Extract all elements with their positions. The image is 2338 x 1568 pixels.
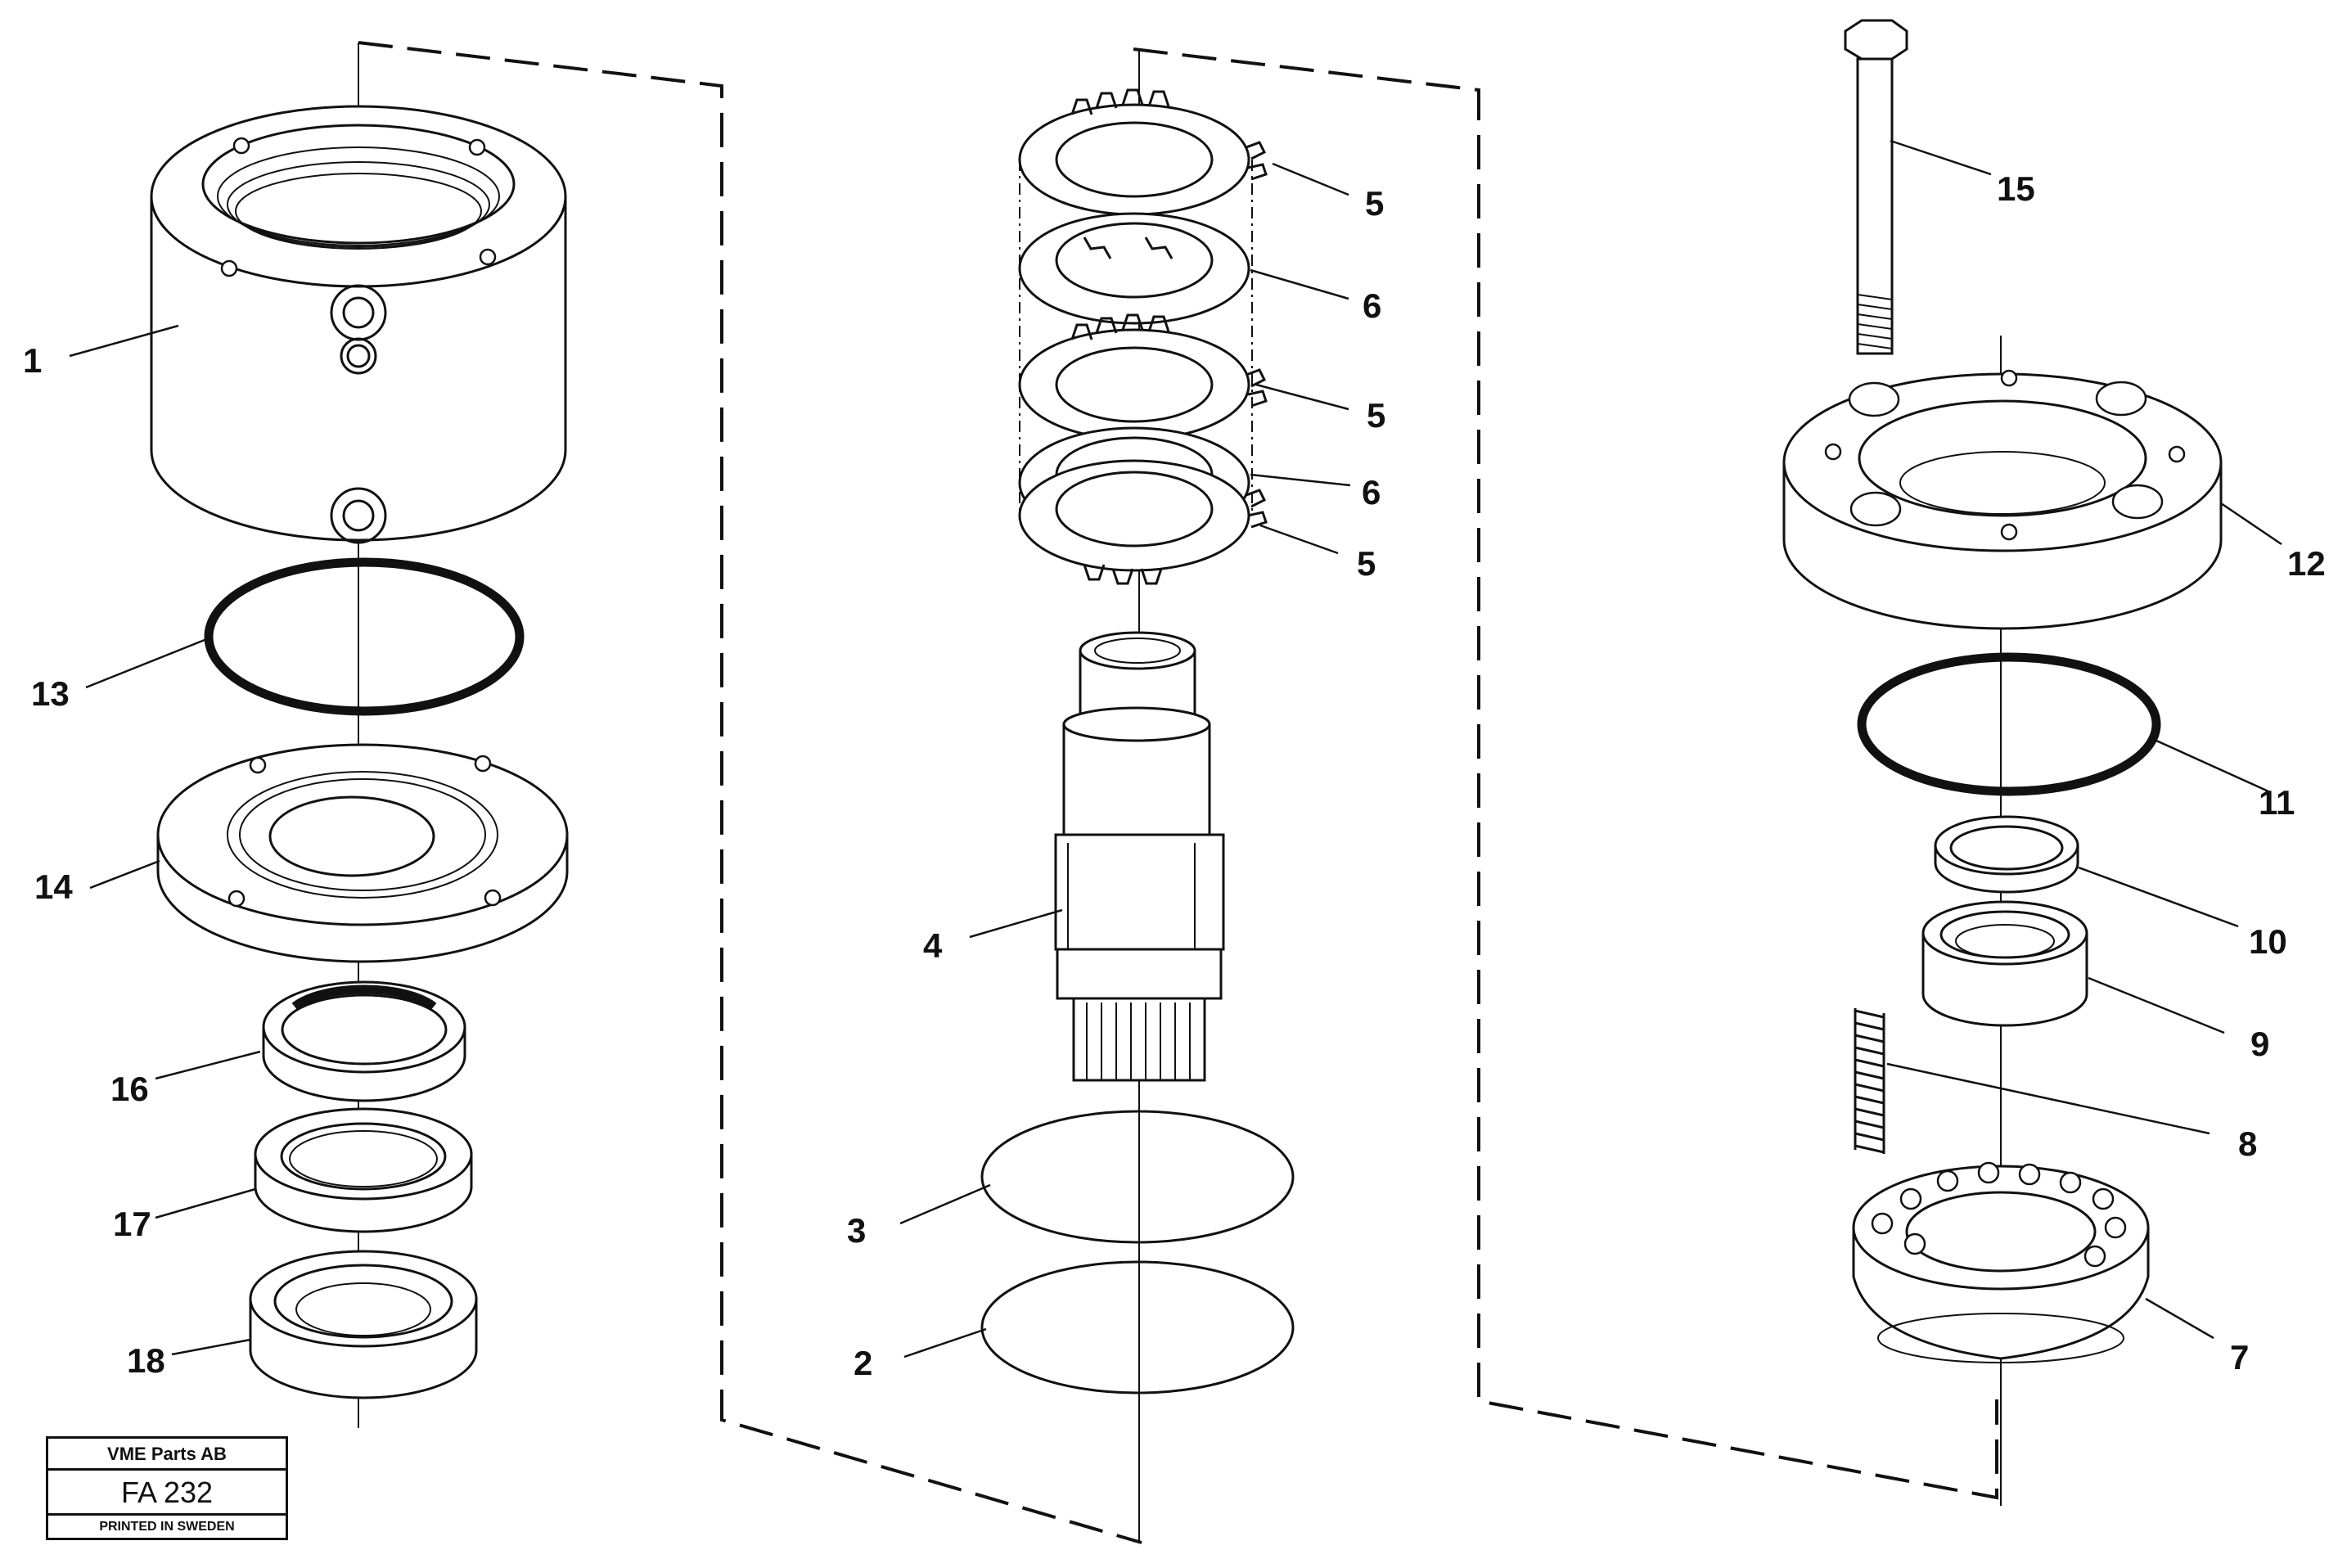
part-17-ring [254,1107,473,1233]
callout-13: 13 [31,674,70,713]
callout-1: 1 [23,341,42,380]
callout-4: 4 [923,926,943,965]
part-16-seal [262,980,466,1102]
callout-12: 12 [2287,544,2326,583]
part-10-ring [1934,815,2079,894]
printed-note: PRINTED IN SWEDEN [99,1520,235,1534]
part-18-bearing [249,1250,478,1399]
callout-9: 9 [2250,1025,2269,1063]
callout-labels: 1 13 14 16 17 18 5 6 5 6 5 4 3 2 15 12 1… [23,169,2326,1382]
callout-16: 16 [110,1070,149,1108]
callout-5-middle: 5 [1367,396,1385,435]
part-11-o-ring [1857,652,2161,796]
callout-6-lower: 6 [1362,473,1381,511]
company-name: VME Parts AB [48,1439,286,1471]
part-9-bearing [1921,900,2088,1027]
part-8-spring [1854,1008,1885,1154]
callout-8: 8 [2238,1124,2257,1163]
callout-15: 15 [1997,169,2035,208]
callout-5-top: 5 [1365,184,1384,223]
part-5-friction-disc-bottom [1018,459,1268,585]
part-12-flange [1782,369,2223,630]
part-5-friction-disc-top [1018,88,1268,216]
callout-10: 10 [2249,922,2287,961]
callout-18: 18 [127,1341,165,1380]
part-3-o-ring [980,1110,1295,1244]
callout-3: 3 [847,1211,866,1250]
callout-5-bottom: 5 [1357,544,1376,583]
callout-11: 11 [2259,783,2295,822]
callout-2: 2 [854,1344,872,1382]
part-14-cover-plate [156,743,569,963]
callout-6-top: 6 [1363,286,1381,325]
part-6-separator-plate-top [1018,212,1250,325]
part-4-splined-shaft [1054,631,1225,1082]
part-5-friction-disc-middle [1018,313,1268,441]
part-1-housing [150,105,567,544]
assembly-guide-lines [358,41,1998,1544]
title-block: VME Parts AB FA 232 PRINTED IN SWEDEN [46,1436,288,1540]
part-2-o-ring [980,1260,1295,1395]
callout-7: 7 [2230,1338,2249,1377]
callout-14: 14 [34,867,73,906]
part-7-cylinder-block [1852,1161,2150,1363]
part-13-o-ring [204,557,525,716]
drawing-code: FA 232 [48,1471,286,1516]
part-15-bolt [1844,19,1908,355]
callout-17: 17 [113,1205,151,1243]
leader-lines [69,139,2282,1358]
